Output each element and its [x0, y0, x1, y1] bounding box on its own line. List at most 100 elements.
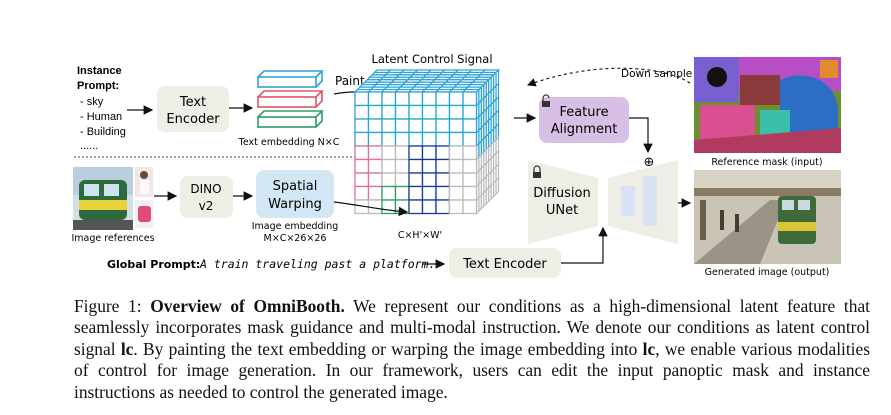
caption-symbol-lc: lc	[120, 338, 134, 359]
cube-front-cell	[367, 91, 383, 107]
cube-front-cell	[354, 131, 370, 147]
cube-front-cell	[421, 185, 437, 201]
cube-front-cell	[421, 158, 437, 174]
cube-front-cell	[367, 172, 383, 188]
cube-front-cell	[381, 145, 397, 161]
instance-item: - Human	[80, 111, 122, 123]
instance-prompt-title-2: Prompt:	[77, 80, 119, 92]
feature-alignment-label-2: Alignment	[551, 122, 618, 137]
cube-front-cell	[354, 104, 370, 120]
cube-front-cell	[408, 118, 424, 134]
cube-side-cell	[495, 176, 500, 196]
instance-item: ......	[80, 140, 98, 152]
cube-front-cell	[408, 199, 424, 215]
cube-front-cell	[435, 91, 451, 107]
cube-front-cell	[354, 145, 370, 161]
cube-front-cell	[394, 104, 410, 120]
dino-v2-box: DINO v2	[180, 176, 233, 218]
cube-front-cell	[354, 118, 370, 134]
cube-front-cell	[462, 91, 478, 107]
unlock-icon	[542, 94, 550, 107]
cube-front-cell	[421, 118, 437, 134]
cube-front-cell	[448, 172, 464, 188]
caption-text: , we enable various modalities of contro…	[74, 338, 871, 402]
cube-front-cell	[394, 172, 410, 188]
figure-number: Figure 1:	[74, 296, 142, 316]
text-embedding-bar-green	[257, 110, 324, 128]
cube-front-cell	[448, 131, 464, 147]
cube-front-cell	[435, 199, 451, 215]
text-embedding-bars	[257, 70, 324, 128]
plus-icon: ⊕	[644, 155, 655, 170]
cube-front-cell	[381, 104, 397, 120]
latent-control-signal-label: Latent Control Signal	[371, 52, 492, 66]
reference-mask-label: Reference mask (input)	[711, 157, 822, 168]
cube-front-cell	[462, 172, 478, 188]
reference-mask-image	[694, 57, 841, 153]
cube-front-cell	[381, 158, 397, 174]
instance-prompt-title: Instance	[77, 65, 122, 77]
cube-front-cell	[394, 91, 410, 107]
instance-prompt: Instance Prompt: - sky - Human - Buildin…	[77, 65, 126, 152]
cube-front-cell	[354, 185, 370, 201]
spatial-warping-box: Spatial Warping	[256, 170, 334, 218]
diffusion-unet-label: Diffusion	[533, 186, 590, 201]
omnibooth-overview-figure: Instance Prompt: - sky - Human - Buildin…	[71, 52, 841, 278]
cube-front-cell	[394, 118, 410, 134]
text-embedding-bar-blue	[257, 70, 324, 88]
cube-front-cell	[408, 91, 424, 107]
cube-front-cell	[448, 104, 464, 120]
cube-front-cell	[435, 118, 451, 134]
lock-icon	[533, 165, 541, 178]
cube-front-cell	[367, 185, 383, 201]
instance-item: - sky	[80, 96, 104, 108]
diffusion-unet-label-2: UNet	[546, 203, 578, 218]
image-embedding-label-2: M×C×26×26	[264, 233, 327, 244]
cube-front-cell	[448, 118, 464, 134]
cube-front-cell	[381, 118, 397, 134]
cube-front-cell	[367, 158, 383, 174]
caption-text: . By painting the text embedding or warp…	[133, 338, 643, 359]
image-references	[73, 167, 153, 230]
cube-front-cell	[421, 145, 437, 161]
cube-front-cell	[408, 145, 424, 161]
spatial-warping-label-2: Warping	[268, 197, 322, 212]
cube-front-cell	[394, 145, 410, 161]
caption-title: Overview of OmniBooth.	[150, 296, 345, 316]
cube-front-cell	[408, 185, 424, 201]
cube-front-cell	[462, 118, 478, 134]
caption-text: We represent our conditions as a high-di…	[74, 296, 871, 359]
cube-front-cell	[462, 158, 478, 174]
text-encoder-bottom-label: Text Encoder	[462, 257, 547, 272]
cube-front-cell	[408, 131, 424, 147]
cube-front-cell	[381, 199, 397, 215]
latent-control-cube	[353, 68, 500, 215]
cube-front-cell	[367, 104, 383, 120]
cube-front-cell	[394, 158, 410, 174]
cube-front-cell	[367, 199, 383, 215]
generated-image-label: Generated image (output)	[705, 267, 830, 278]
dino-label-2: v2	[199, 199, 214, 213]
cube-front-cell	[462, 199, 478, 215]
cube-front-cell	[421, 199, 437, 215]
cube-front-cell	[435, 104, 451, 120]
cube-front-cell	[421, 104, 437, 120]
caption-symbol-lc: lc	[642, 338, 656, 359]
cube-front-cell	[408, 172, 424, 188]
cube-front-cell	[367, 131, 383, 147]
down-sample-label: Down sample	[621, 68, 692, 80]
spatial-warping-label: Spatial	[273, 179, 318, 194]
cube-front-cell	[435, 185, 451, 201]
cube-front-cell	[448, 91, 464, 107]
cube-front-cell	[448, 145, 464, 161]
cube-front-cell	[381, 172, 397, 188]
cube-front-cell	[421, 91, 437, 107]
cube-front-cell	[354, 91, 370, 107]
cube-front-cell	[408, 158, 424, 174]
dino-label: DINO	[190, 182, 221, 196]
cube-front-cell	[354, 172, 370, 188]
image-embedding-label: Image embedding	[252, 221, 339, 232]
global-prompt-text: A train traveling past a platform.	[199, 257, 435, 271]
cube-front-cell	[408, 104, 424, 120]
cube-front-cell	[394, 185, 410, 201]
